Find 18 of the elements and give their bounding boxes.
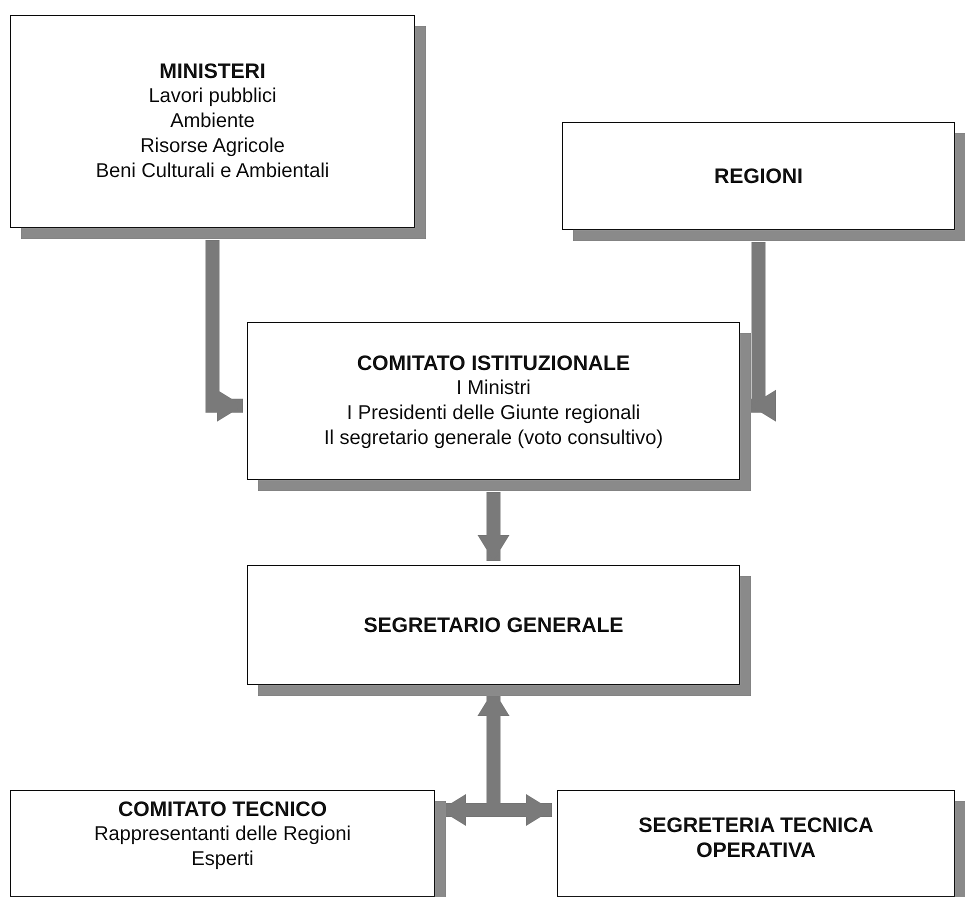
arrow [478, 492, 510, 561]
box-heading: COMITATO TECNICO [118, 797, 327, 822]
box-text: I Presidenti delle Giunte regionali [346, 401, 640, 426]
box-text: Beni Culturali e Ambientali [96, 159, 330, 184]
box-text: Lavori pubblici [148, 84, 276, 109]
box-heading: REGIONI [714, 164, 803, 188]
box-text: Esperti [191, 847, 254, 872]
box-text: I Ministri [456, 376, 531, 401]
box-text: Ambiente [170, 109, 255, 134]
box-heading: SEGRETERIA TECNICA OPERATIVA [638, 813, 874, 863]
arrow [206, 240, 243, 422]
box-heading: SEGRETARIO GENERALE [364, 612, 624, 638]
box-heading: COMITATO ISTITUZIONALE [357, 351, 630, 376]
arrow [750, 242, 776, 422]
box-text: Il segretario generale (voto consultivo) [324, 426, 664, 451]
box-heading: MINISTERI [159, 59, 266, 84]
box-text: Risorse Agricole [140, 134, 285, 159]
box-text: Rappresentanti delle Regioni [94, 822, 351, 847]
